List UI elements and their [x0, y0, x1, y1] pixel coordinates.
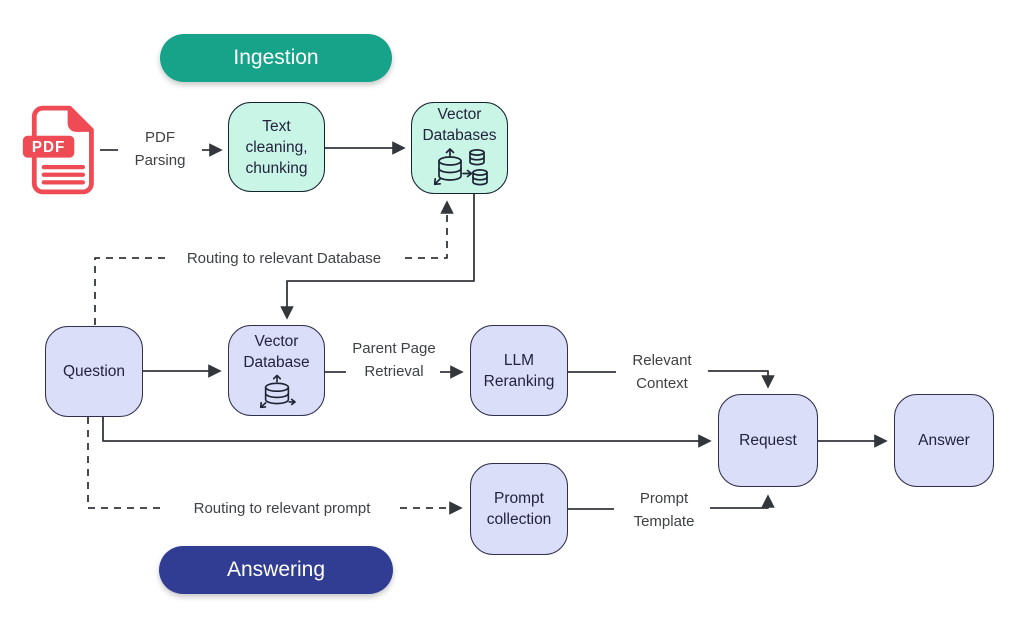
edge-vectordbs-to-vectordb	[280, 194, 475, 320]
pdf-file-icon: PDF	[22, 105, 94, 195]
node-request-label: Request	[739, 432, 797, 449]
edge-context-to-request	[700, 370, 775, 389]
database-icon	[256, 374, 298, 416]
node-vector-databases: Vector Databases	[411, 102, 508, 194]
edge-label-prompt-template: Prompt Template	[618, 487, 710, 533]
answering-phase-label: Answering	[226, 558, 326, 581]
node-text-cleaning: Text cleaning, chunking	[228, 102, 325, 192]
edge-label-routing-prompt: Routing to relevant prompt	[166, 497, 398, 520]
edge-routing-to-prompt	[87, 417, 463, 515]
node-answer: Answer	[894, 394, 994, 487]
node-text-cleaning-label: Text cleaning, chunking	[245, 117, 308, 177]
node-llm-reranking-label: LLM Reranking	[483, 351, 555, 390]
pdf-file-icon: PDF	[20, 103, 100, 202]
node-vector-databases-label: Vector Databases	[422, 106, 497, 144]
node-question-label: Question	[62, 363, 126, 380]
edge-routing-to-database	[94, 200, 454, 325]
database-cluster-icon	[431, 147, 489, 195]
answering-phase-pill: Answering	[159, 546, 393, 594]
ingestion-phase-label: Ingestion	[233, 46, 319, 69]
node-question: Question	[45, 326, 143, 417]
edge-label-parent-page-retrieval: Parent Page Retrieval	[348, 337, 440, 383]
edge-label-routing-database: Routing to relevant Database	[168, 247, 400, 270]
node-answer-label: Answer	[918, 432, 970, 449]
edge-template-to-request	[704, 494, 775, 509]
pdf-badge-text: PDF	[32, 139, 65, 156]
node-vector-database-label: Vector Database	[243, 332, 310, 371]
ingestion-phase-pill: Ingestion	[160, 34, 392, 82]
edge-label-pdf-parsing: PDF Parsing	[118, 126, 202, 172]
node-request: Request	[718, 394, 818, 487]
node-prompt-collection: Prompt collection	[470, 463, 568, 555]
edge-label-relevant-context: Relevant Context	[616, 349, 708, 395]
node-vector-database: Vector Database	[228, 325, 325, 416]
node-prompt-collection-label: Prompt collection	[486, 490, 552, 528]
node-llm-reranking: LLM Reranking	[470, 325, 568, 416]
edge-question-to-request	[102, 417, 712, 448]
